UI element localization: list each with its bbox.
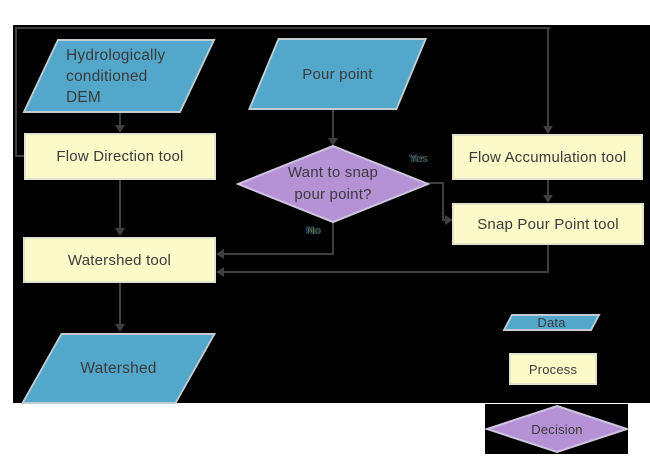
edge-snap-to-watershedtool-vertical [547, 245, 549, 273]
arrowhead-into-flowacc [543, 126, 553, 134]
edge-flowdir-to-flowacc-top [15, 27, 550, 29]
node-pour-point-label: Pour point [302, 65, 373, 83]
arrowhead-into-snap-left [445, 215, 453, 225]
arrowhead-into-watershedtool-top [115, 228, 125, 236]
edge-flowdir-to-flowacc-stub [15, 155, 24, 157]
edge-yes-horizontal [427, 182, 444, 184]
decision-diamond-polygon [236, 144, 430, 224]
node-flow-direction: Flow Direction tool [24, 133, 216, 180]
edge-yes-vertical [442, 182, 444, 221]
arrowhead-into-decision [328, 138, 338, 146]
edge-label-yes: Yes [409, 153, 427, 165]
arrowhead-no-into-watershedtool [216, 249, 224, 259]
arrowhead-into-snap-top [543, 195, 553, 203]
edge-no-horizontal [224, 253, 334, 255]
node-decision-shape [236, 144, 430, 224]
node-snap-pour-point-label: Snap Pour Point tool [477, 215, 619, 233]
edge-yes-horizontal2 [442, 219, 447, 221]
edge-snap-to-watershedtool-horizontal [224, 271, 549, 273]
edge-flowdir-to-flowacc-drop [547, 27, 549, 127]
arrowhead-snap-into-watershedtool [216, 267, 224, 277]
node-flow-direction-label: Flow Direction tool [56, 148, 184, 165]
arrowhead-into-flowdir [115, 125, 125, 133]
edge-flowdir-to-watershedtool [119, 180, 121, 229]
legend-process-label: Process [528, 361, 578, 377]
node-dem-label: Hydrologically conditioned DEM [66, 46, 166, 106]
edge-pourpoint-to-decision [332, 110, 334, 139]
edge-watershedtool-to-watershed [119, 283, 121, 325]
edge-flowdir-to-flowacc-left [15, 27, 17, 157]
edge-dem-to-flowdir [119, 112, 121, 127]
edge-label-no: No [306, 225, 321, 237]
node-flow-accumulation: Flow Accumulation tool [452, 134, 643, 180]
edge-no-vertical [332, 222, 334, 255]
legend-decision-shape [485, 404, 629, 454]
edge-flowacc-to-snap [547, 180, 549, 196]
node-watershed-tool: Watershed tool [23, 237, 216, 283]
node-watershed-label: Watershed [80, 359, 157, 377]
node-snap-pour-point: Snap Pour Point tool [452, 203, 644, 245]
legend-decision-polygon [485, 404, 629, 454]
legend-data-label: Data [537, 314, 566, 330]
legend-process-shape: Process [509, 353, 597, 385]
node-watershed-tool-label: Watershed tool [67, 251, 172, 269]
node-flow-accumulation-label: Flow Accumulation tool [468, 148, 627, 166]
node-decision-label: Want to snap pour point? [287, 164, 379, 203]
arrowhead-into-watershed [115, 324, 125, 332]
legend-decision-label: Decision [531, 421, 583, 437]
